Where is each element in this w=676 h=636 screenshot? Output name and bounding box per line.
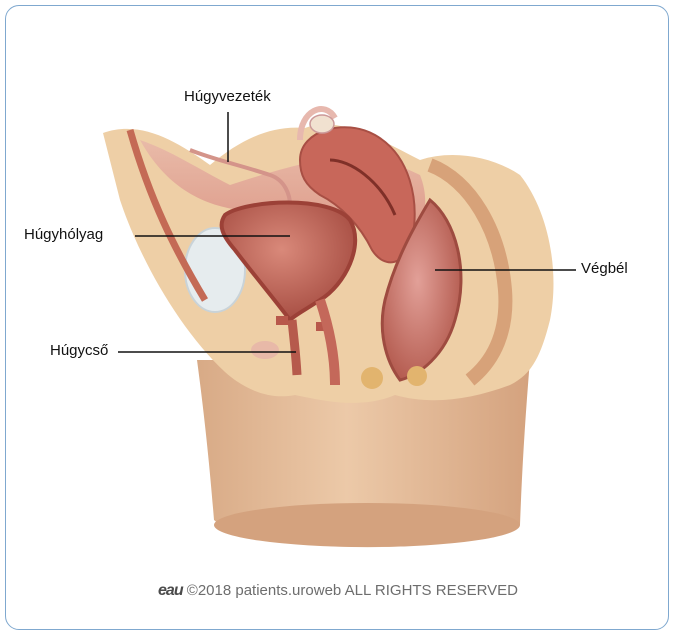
anal-tissue: [361, 367, 383, 389]
eau-logo: eau: [158, 582, 183, 599]
urethral-sphincter-1: [276, 316, 288, 325]
label-ureter: Húgyvezeték: [184, 88, 271, 105]
label-urethra: Húgycső: [50, 342, 108, 359]
body-bottom-edge: [214, 503, 520, 547]
urethra: [292, 320, 297, 375]
label-rectum: Végbél: [581, 260, 628, 277]
ovary: [310, 115, 334, 133]
copyright-text: ©2018 patients.uroweb ALL RIGHTS RESERVE…: [187, 582, 518, 599]
copyright-footer: eau ©2018 patients.uroweb ALL RIGHTS RES…: [0, 582, 676, 600]
anal-tissue-2: [407, 366, 427, 386]
labia: [251, 341, 279, 359]
label-bladder: Húgyhólyag: [24, 226, 103, 243]
